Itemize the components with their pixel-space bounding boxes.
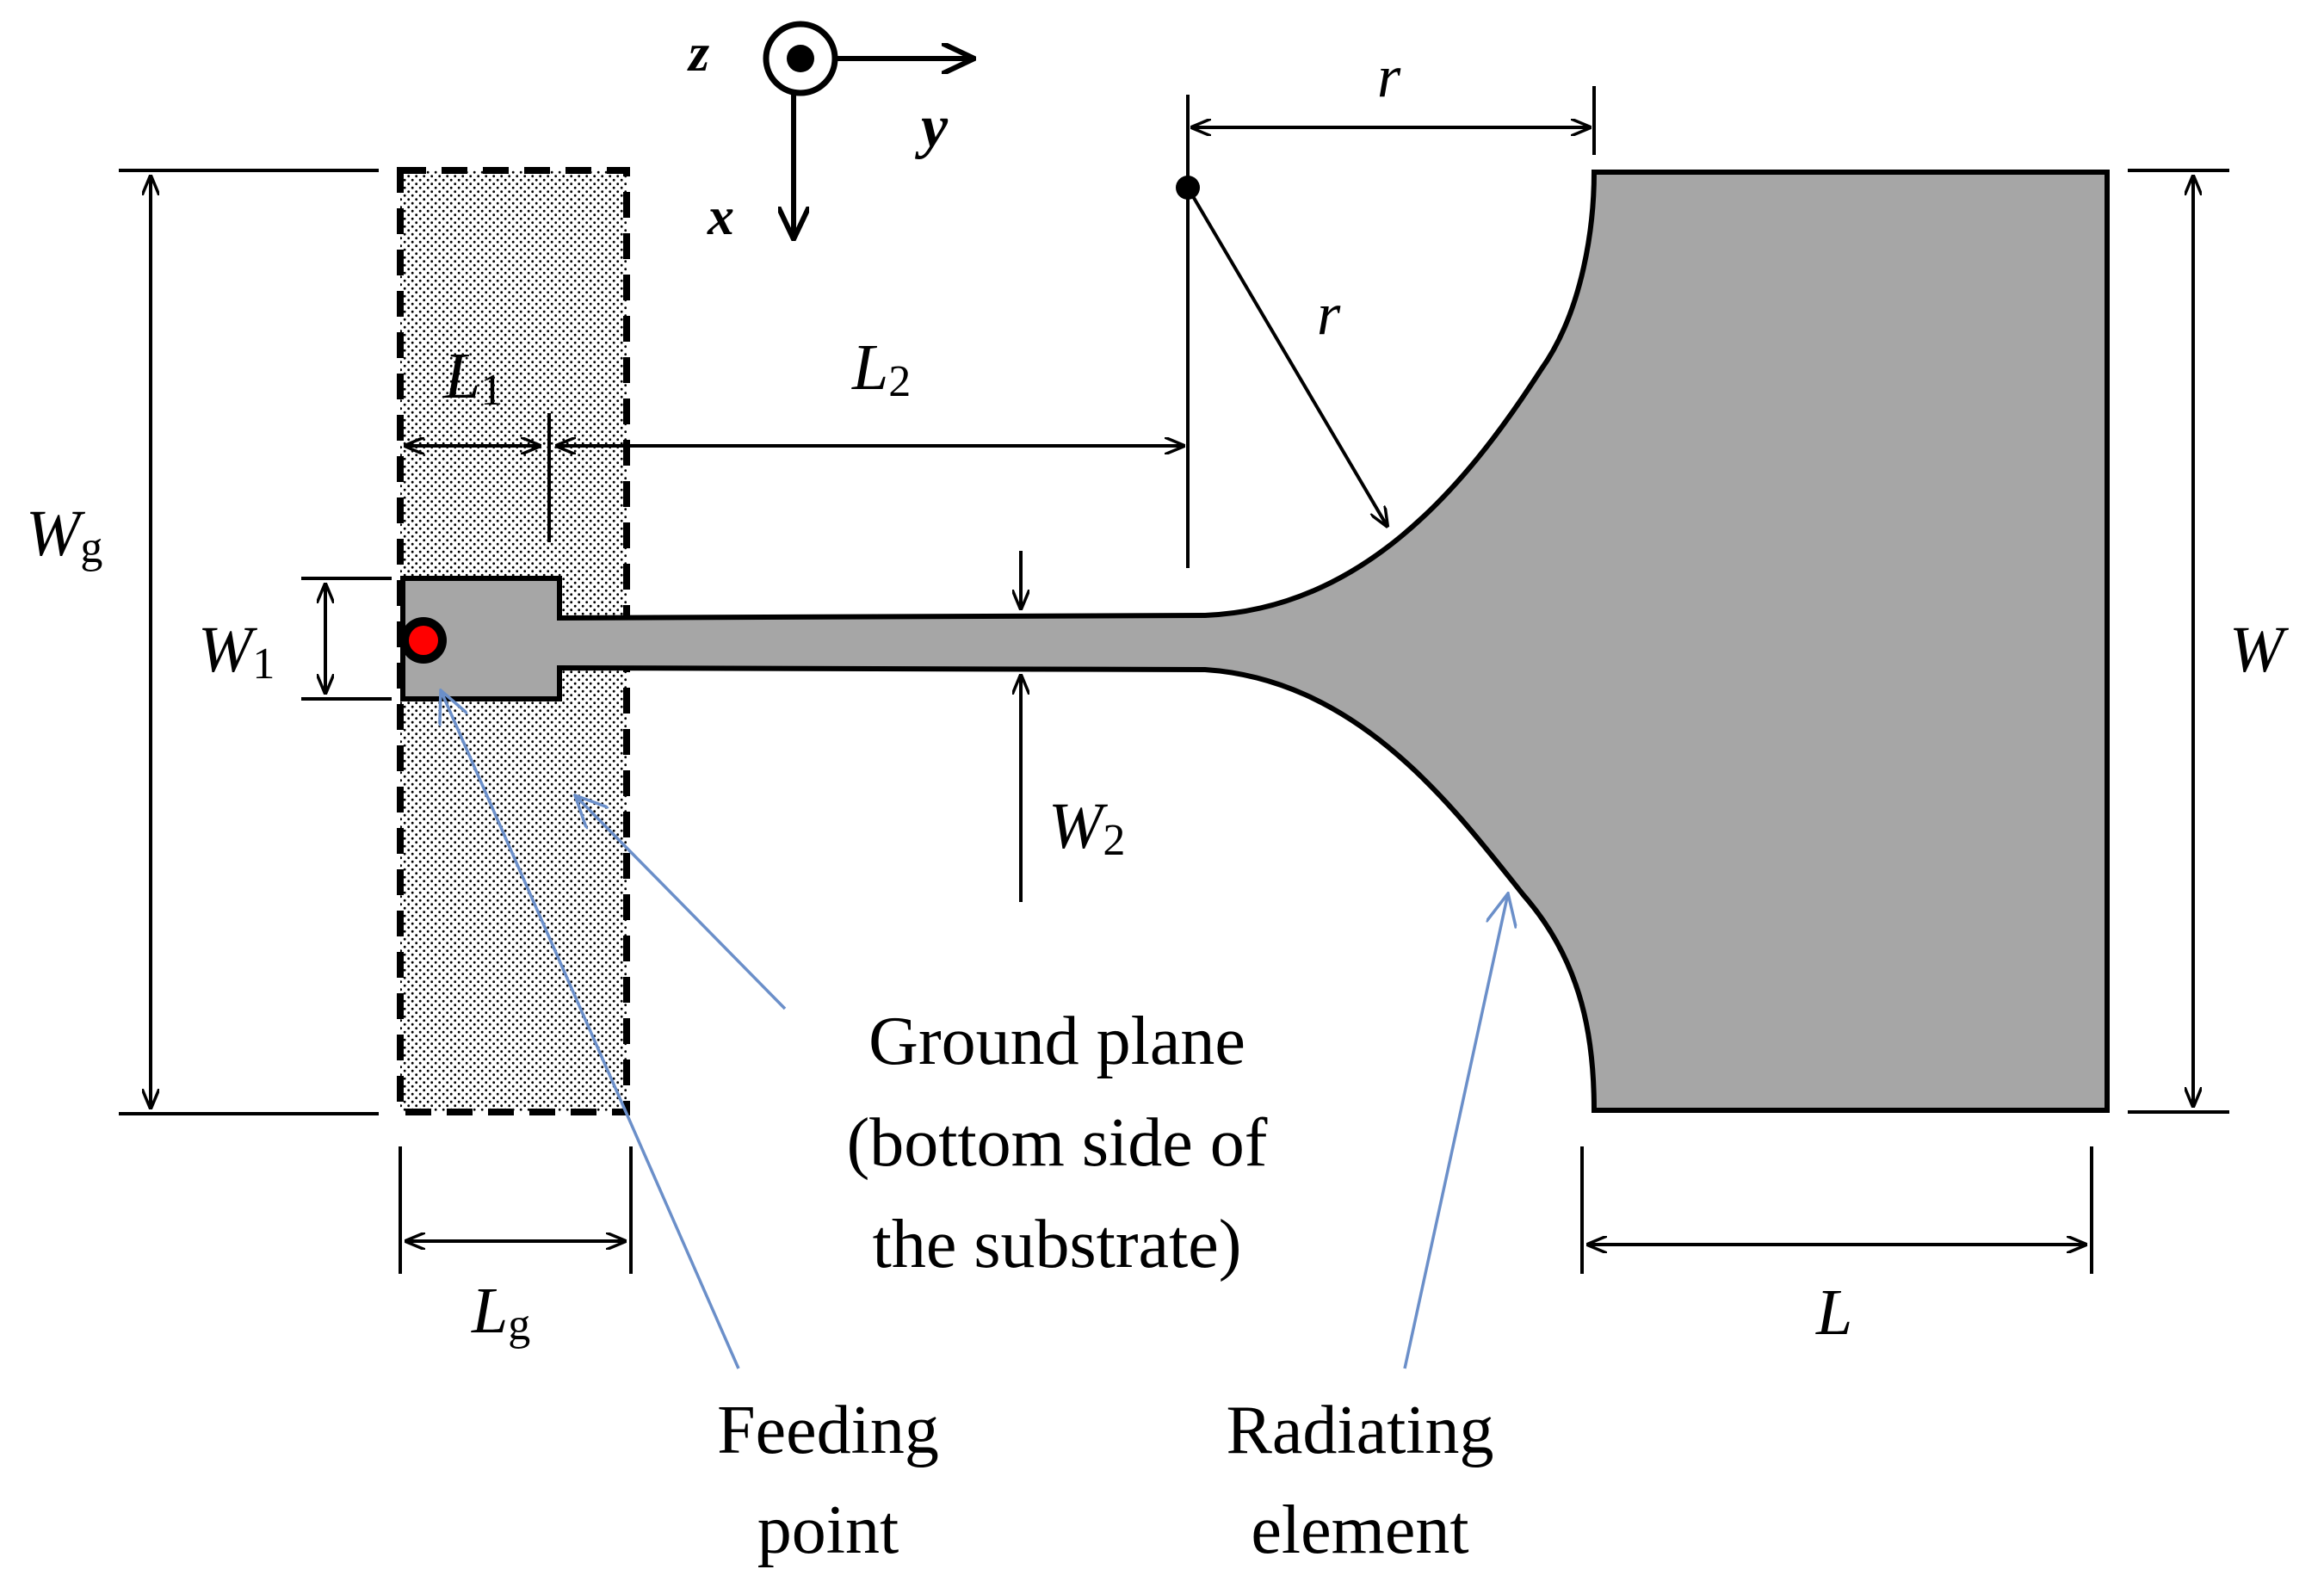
caption-ground-plane-line1: Ground plane [868, 1004, 1245, 1079]
label-w: W [2229, 614, 2290, 686]
pointer-arrows [441, 690, 1508, 1369]
dimension-l: L [1580, 1146, 2093, 1349]
caption-feeding-point-line1: Feeding [717, 1393, 939, 1468]
feed-point-marker [400, 617, 447, 664]
dimension-w1: W1 [198, 577, 392, 701]
pointer-feeding-point [441, 690, 740, 1369]
pointer-radiating-element [1403, 893, 1508, 1369]
axis-label-z: z [687, 24, 709, 83]
dimension-wg: Wg [26, 169, 379, 1115]
caption-radiating-element: Radiating element [1226, 1393, 1493, 1568]
coordinate-system: z y x [687, 21, 974, 246]
label-lg: Lg [471, 1275, 530, 1350]
caption-radiating-element-line1: Radiating [1226, 1393, 1493, 1468]
dimension-r-top: r [1186, 44, 1596, 568]
radiating-element [400, 170, 2110, 1113]
dimension-l1-l2: L1 L2 [405, 331, 1184, 542]
label-r-radius: r [1317, 281, 1341, 348]
caption-radiating-element-line2: element [1251, 1492, 1468, 1568]
label-l1: L1 [443, 340, 503, 415]
dimension-lg: Lg [399, 1146, 633, 1350]
axis-label-x: x [707, 188, 734, 246]
caption-ground-plane-line3: the substrate) [873, 1207, 1242, 1282]
label-l2: L2 [851, 331, 911, 406]
label-l: L [1815, 1276, 1852, 1349]
label-w1: W1 [198, 614, 275, 689]
caption-feeding-point: Feeding point [717, 1393, 939, 1568]
caption-ground-plane: Ground plane (bottom side of the substra… [847, 1004, 1268, 1282]
dimension-w2: W2 [1021, 551, 1125, 902]
caption-feeding-point-line2: point [757, 1492, 899, 1568]
label-r-top: r [1377, 44, 1401, 110]
label-w2: W2 [1048, 790, 1125, 865]
dimension-r-radius: r [1176, 176, 1388, 527]
label-wg: Wg [26, 497, 102, 572]
pointer-ground-plane [575, 795, 787, 1010]
caption-ground-plane-line2: (bottom side of [847, 1105, 1268, 1181]
axis-label-y: y [915, 94, 949, 160]
dimension-w: W [2128, 169, 2290, 1114]
